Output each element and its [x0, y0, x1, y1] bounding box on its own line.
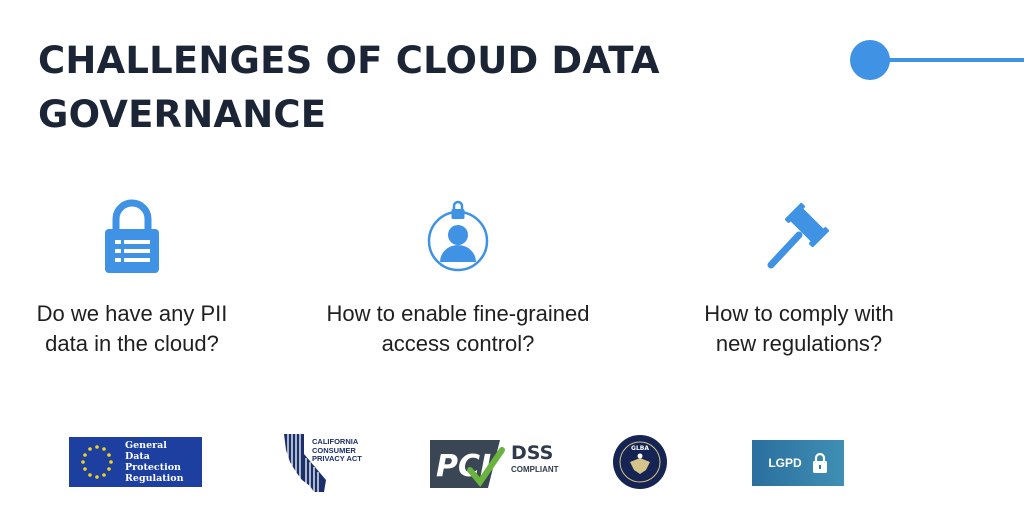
challenge-access-control: How to enable fine-grained access contro… — [293, 192, 623, 359]
gdpr-text-3: Protection — [125, 462, 181, 473]
gdpr-text-1: General — [125, 440, 167, 451]
glba-seal: GLBA — [612, 434, 668, 490]
challenge-regulations: How to comply with new regulations? — [634, 192, 964, 359]
challenge-pii: Do we have any PII data in the cloud? — [0, 192, 297, 359]
title-line-2: GOVERNANCE — [38, 93, 327, 136]
glba-seal-icon: GLBA — [613, 435, 667, 489]
challenge-access-line1: How to enable fine-grained — [326, 301, 590, 326]
challenge-regulations-line2: new regulations? — [715, 331, 883, 356]
pci-mark-icon: PCI — [430, 440, 505, 488]
gavel-icon — [767, 202, 830, 269]
glba-text: GLBA — [631, 445, 649, 452]
ccpa-text-3: PRIVACY ACT — [312, 454, 362, 463]
regulation-logos: General Data Protection Regulation CALIF… — [0, 432, 1024, 492]
ccpa-text-1: CALIFORNIA — [312, 437, 359, 446]
challenge-pii-line1: Do we have any PII — [36, 301, 228, 326]
gdpr-text-4: Regulation — [125, 473, 184, 484]
accent-dot-line — [850, 40, 1024, 80]
slide-title: CHALLENGES OF CLOUD DATA GOVERNANCE — [38, 34, 738, 142]
challenge-regulations-line1: How to comply with — [704, 301, 894, 326]
california-shape-icon — [284, 434, 326, 492]
pci-dss-logo: PCI DSS COMPLIANT — [430, 440, 560, 488]
title-line-1: CHALLENGES OF CLOUD DATA — [38, 39, 660, 82]
gdpr-logo: General Data Protection Regulation — [69, 437, 202, 487]
gdpr-text-2: Data — [125, 451, 150, 462]
lgpd-lock-icon — [812, 452, 827, 473]
challenge-pii-line2: data in the cloud? — [45, 331, 219, 356]
lgpd-logo: LGPD — [752, 440, 844, 486]
user-lock-icon — [427, 200, 489, 272]
ccpa-text-2: CONSUMER — [312, 445, 356, 455]
lock-icon — [105, 199, 159, 273]
pci-compliant-text: COMPLIANT — [511, 465, 559, 474]
challenge-access-line2: access control? — [381, 331, 535, 356]
eu-stars-icon — [81, 445, 113, 479]
ccpa-logo: CALIFORNIA CONSUMER PRIVACY ACT — [282, 432, 372, 494]
lgpd-text: LGPD — [768, 456, 802, 470]
pci-dss-text: DSS — [511, 442, 554, 464]
